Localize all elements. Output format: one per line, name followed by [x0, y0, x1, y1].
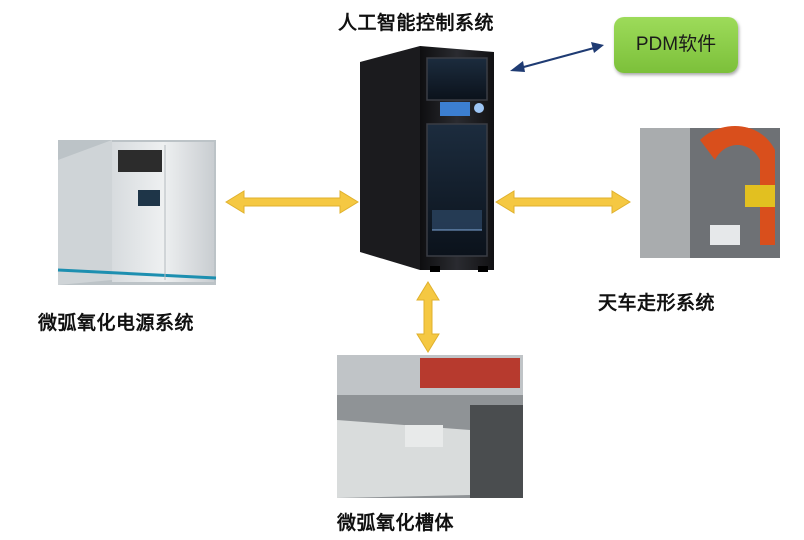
power-system-label: 微弧氧化电源系统 — [38, 312, 195, 334]
tank-image — [337, 355, 523, 498]
crane-system-image — [640, 126, 780, 258]
tank-label: 微弧氧化槽体 — [337, 512, 455, 534]
control-system-title: 人工智能控制系统 — [338, 12, 495, 34]
pdm-software-box: PDM软件 — [614, 17, 738, 73]
arrow-control-pdm — [510, 42, 604, 72]
crane-system-label: 天车走形系统 — [598, 292, 716, 314]
arrow-control-crane — [495, 190, 631, 214]
power-supply-image — [57, 140, 217, 285]
arrow-control-tank — [416, 281, 440, 353]
arrow-power-control — [225, 190, 359, 214]
control-cabinet-image — [360, 46, 494, 272]
